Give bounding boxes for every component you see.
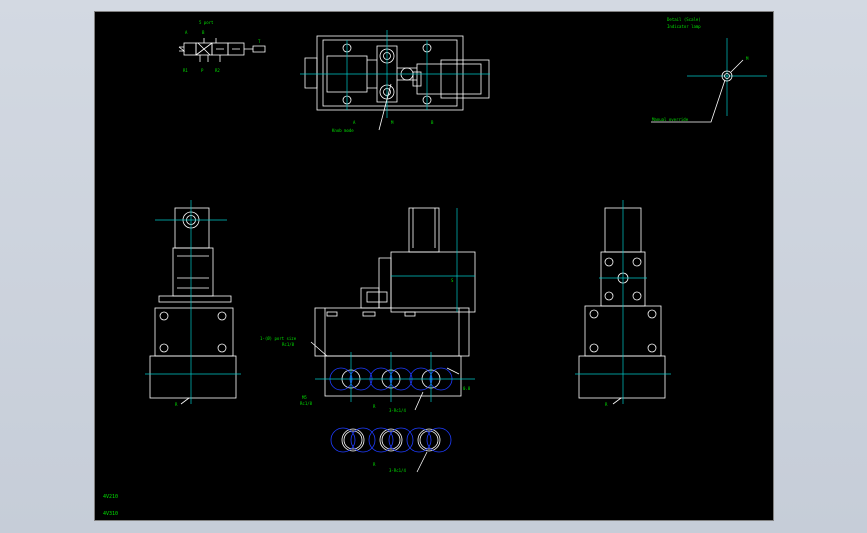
detail-view: Detail (Scale) Indicator lamp Manual ove… — [651, 17, 767, 123]
top-view-bolt: M — [391, 120, 394, 125]
detail-tag: M — [746, 56, 749, 61]
front-port-note2: Rc1/8 — [282, 342, 295, 347]
port-r1-label: R1 — [183, 68, 188, 73]
front-m5: M5 — [302, 395, 307, 400]
top-view-b: B — [431, 120, 434, 125]
top-view: Knob mode A B M — [300, 30, 490, 133]
cad-drawing: 5 port A B R1 P R2 T Knob mode A B M — [103, 17, 767, 517]
port-a-label: A — [185, 30, 188, 35]
port-r2-label: R2 — [215, 68, 220, 73]
top-view-note: Knob mode — [332, 128, 354, 133]
front-m5b: Rc1/8 — [300, 401, 313, 406]
side-right-r: R — [605, 402, 608, 407]
valve-symbol: 5 port A B R1 P R2 T — [178, 20, 266, 73]
port-b-label: B — [202, 30, 205, 35]
front-r: R — [373, 404, 376, 409]
detail-note: Manual override — [652, 117, 689, 122]
bottom-view: R 3-Rc1/4 — [330, 427, 452, 473]
right-side-view: R — [575, 200, 671, 407]
solenoid-label: S — [451, 278, 454, 283]
side-left-r: R — [175, 402, 178, 407]
footer-label-2: 4V310 — [103, 511, 118, 517]
port-t-label: T — [258, 39, 261, 44]
bottom-size: 3-Rc1/4 — [389, 468, 406, 473]
top-view-a: A — [353, 120, 356, 125]
front-size: 3-Rc1/4 — [389, 408, 406, 413]
detail-sub: Indicator lamp — [667, 24, 701, 29]
front-port-note: 1-(Ø) port size — [260, 336, 297, 341]
left-side-view: R — [145, 200, 241, 407]
footer-label-1: 4V210 — [103, 494, 118, 500]
bottom-r: R — [373, 462, 376, 467]
drawing-sheet: 5 port A B R1 P R2 T Knob mode A B M — [94, 11, 774, 521]
port-p-label: P — [201, 68, 204, 73]
front-dim: 0.8 — [463, 386, 471, 391]
front-view: 1-(Ø) port size Rc1/8 M5 Rc1/8 R 3-Rc1/4… — [260, 207, 476, 413]
detail-title: Detail (Scale) — [667, 17, 701, 22]
symbol-title: 5 port — [199, 20, 214, 25]
